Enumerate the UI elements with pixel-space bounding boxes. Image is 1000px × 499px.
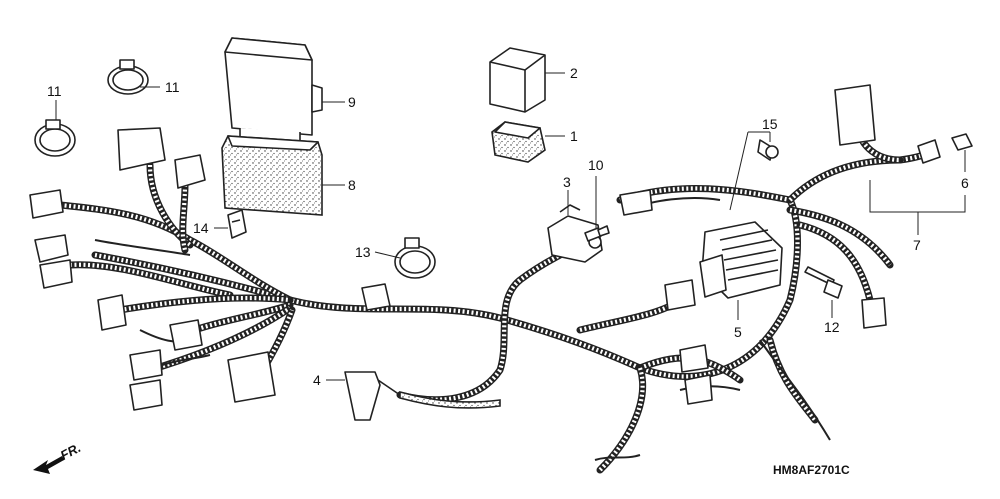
bolt-15 (757, 139, 779, 161)
band-11-top (107, 59, 149, 95)
control-unit (224, 37, 323, 143)
part-label-4: 4 (313, 372, 321, 388)
part-label-12: 12 (824, 319, 840, 335)
rubber-cover (221, 135, 323, 216)
relay-rubber (491, 121, 546, 163)
part-label-5: 5 (734, 324, 742, 340)
band-13 (394, 237, 436, 279)
part-label-10: 10 (588, 157, 604, 173)
band-11-left (34, 119, 76, 157)
part-label-13: 13 (355, 244, 371, 260)
bolt-10 (584, 225, 610, 242)
front-arrow-icon (33, 456, 64, 474)
part-label-15: 15 (762, 116, 778, 132)
leader-lines (55, 72, 966, 381)
part-label-11-left: 11 (47, 83, 62, 99)
part-label-9: 9 (348, 94, 356, 110)
part-label-8: 8 (348, 177, 356, 193)
diagram-code: HM8AF2701C (773, 463, 850, 477)
spark-plug-cap (344, 371, 501, 421)
harness-connectors (29, 84, 887, 411)
part-label-6: 6 (961, 175, 969, 191)
bolt-12 (804, 266, 843, 299)
connector-6 (917, 133, 973, 164)
part-label-14: 14 (193, 220, 209, 236)
part-label-3: 3 (563, 174, 571, 190)
part-label-7: 7 (913, 237, 921, 253)
bracket (227, 209, 247, 239)
regulator-rectifier (699, 221, 783, 299)
part-label-1: 1 (570, 128, 578, 144)
part-label-2: 2 (570, 65, 578, 81)
part-label-11-top: 11 (165, 79, 180, 95)
relay (489, 47, 546, 113)
